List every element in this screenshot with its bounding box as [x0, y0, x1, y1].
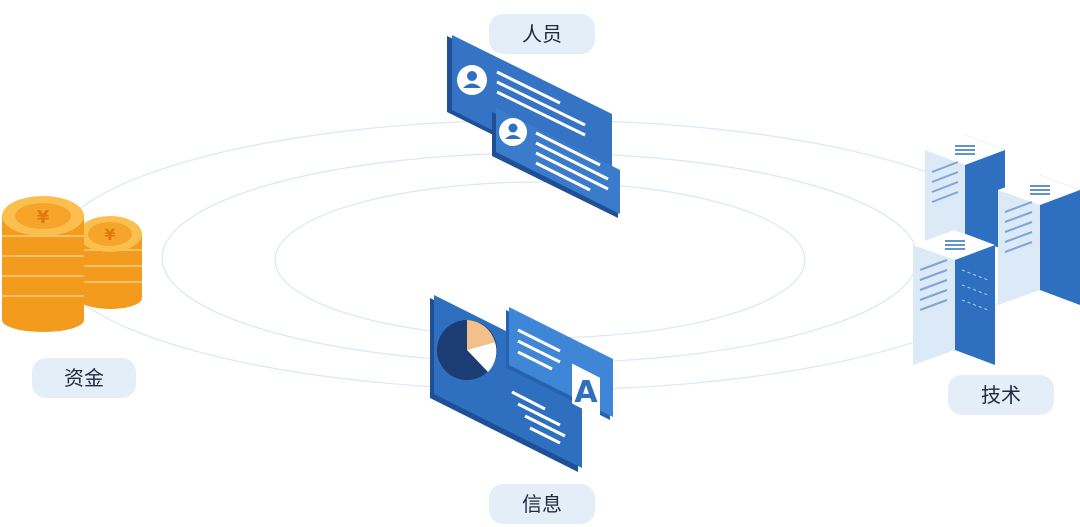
orbit-inner [274, 181, 806, 339]
label-info: 信息 [489, 484, 595, 524]
coin-symbol-right: ¥ [104, 225, 115, 244]
label-people: 人员 [489, 14, 595, 54]
chart-document-icon: A [430, 295, 613, 472]
server-racks-icon [913, 135, 1080, 365]
label-funds: 资金 [32, 358, 136, 398]
doc-letter: A [574, 375, 598, 410]
yuan-coin-stacks-icon: ¥ ¥ [2, 196, 142, 332]
label-tech: 技术 [948, 375, 1054, 415]
coin-symbol-left: ¥ [37, 207, 50, 228]
profile-cards-icon [447, 35, 620, 218]
